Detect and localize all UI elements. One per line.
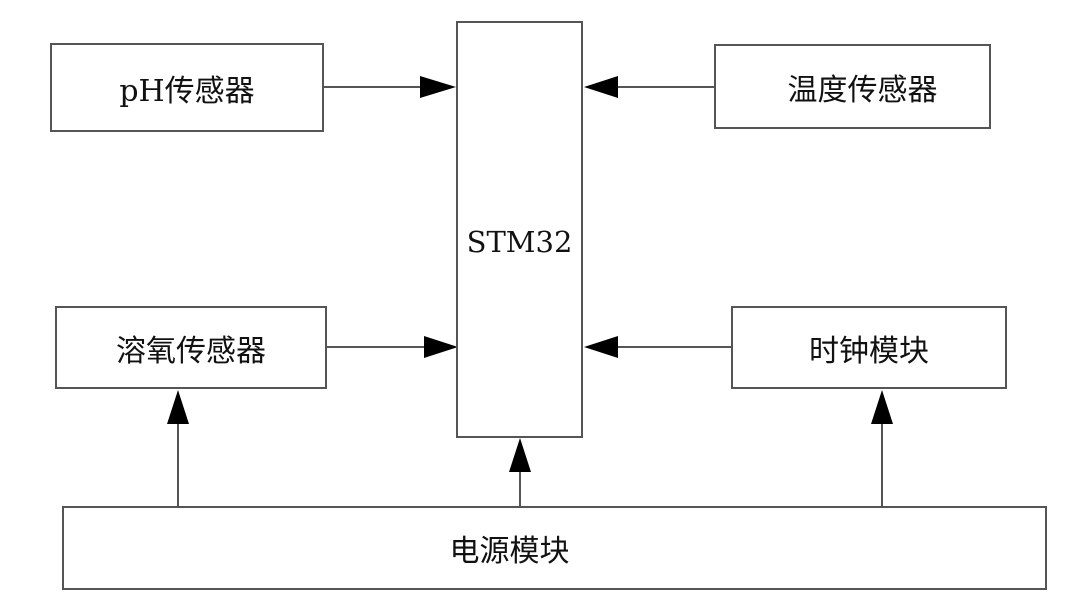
power-module-label: 电源模块 bbox=[449, 534, 570, 569]
stm32-label: STM32 bbox=[466, 225, 573, 259]
stm32-block: STM32 bbox=[456, 21, 583, 438]
temp-sensor-block: 温度传感器 bbox=[714, 44, 991, 129]
ph-sensor-block: pH传感器 bbox=[50, 43, 324, 132]
arrowhead-do bbox=[424, 336, 458, 358]
arrowhead-power-clock bbox=[871, 390, 893, 424]
do-sensor-block: 溶氧传感器 bbox=[55, 306, 327, 389]
arrowhead-power-do bbox=[167, 390, 189, 424]
clock-module-label: 时钟模块 bbox=[809, 333, 929, 369]
ph-sensor-label: pH传感器 bbox=[119, 73, 255, 109]
arrowhead-ph bbox=[420, 76, 456, 98]
clock-module-block: 时钟模块 bbox=[731, 306, 1007, 389]
arrowhead-temp bbox=[584, 76, 618, 98]
arrowhead-power-stm32 bbox=[509, 438, 531, 472]
temp-sensor-label: 温度传感器 bbox=[787, 72, 938, 108]
do-sensor-label: 溶氧传感器 bbox=[116, 333, 266, 369]
arrowhead-clock bbox=[584, 336, 618, 358]
power-module-block: 电源模块 bbox=[62, 506, 1047, 590]
